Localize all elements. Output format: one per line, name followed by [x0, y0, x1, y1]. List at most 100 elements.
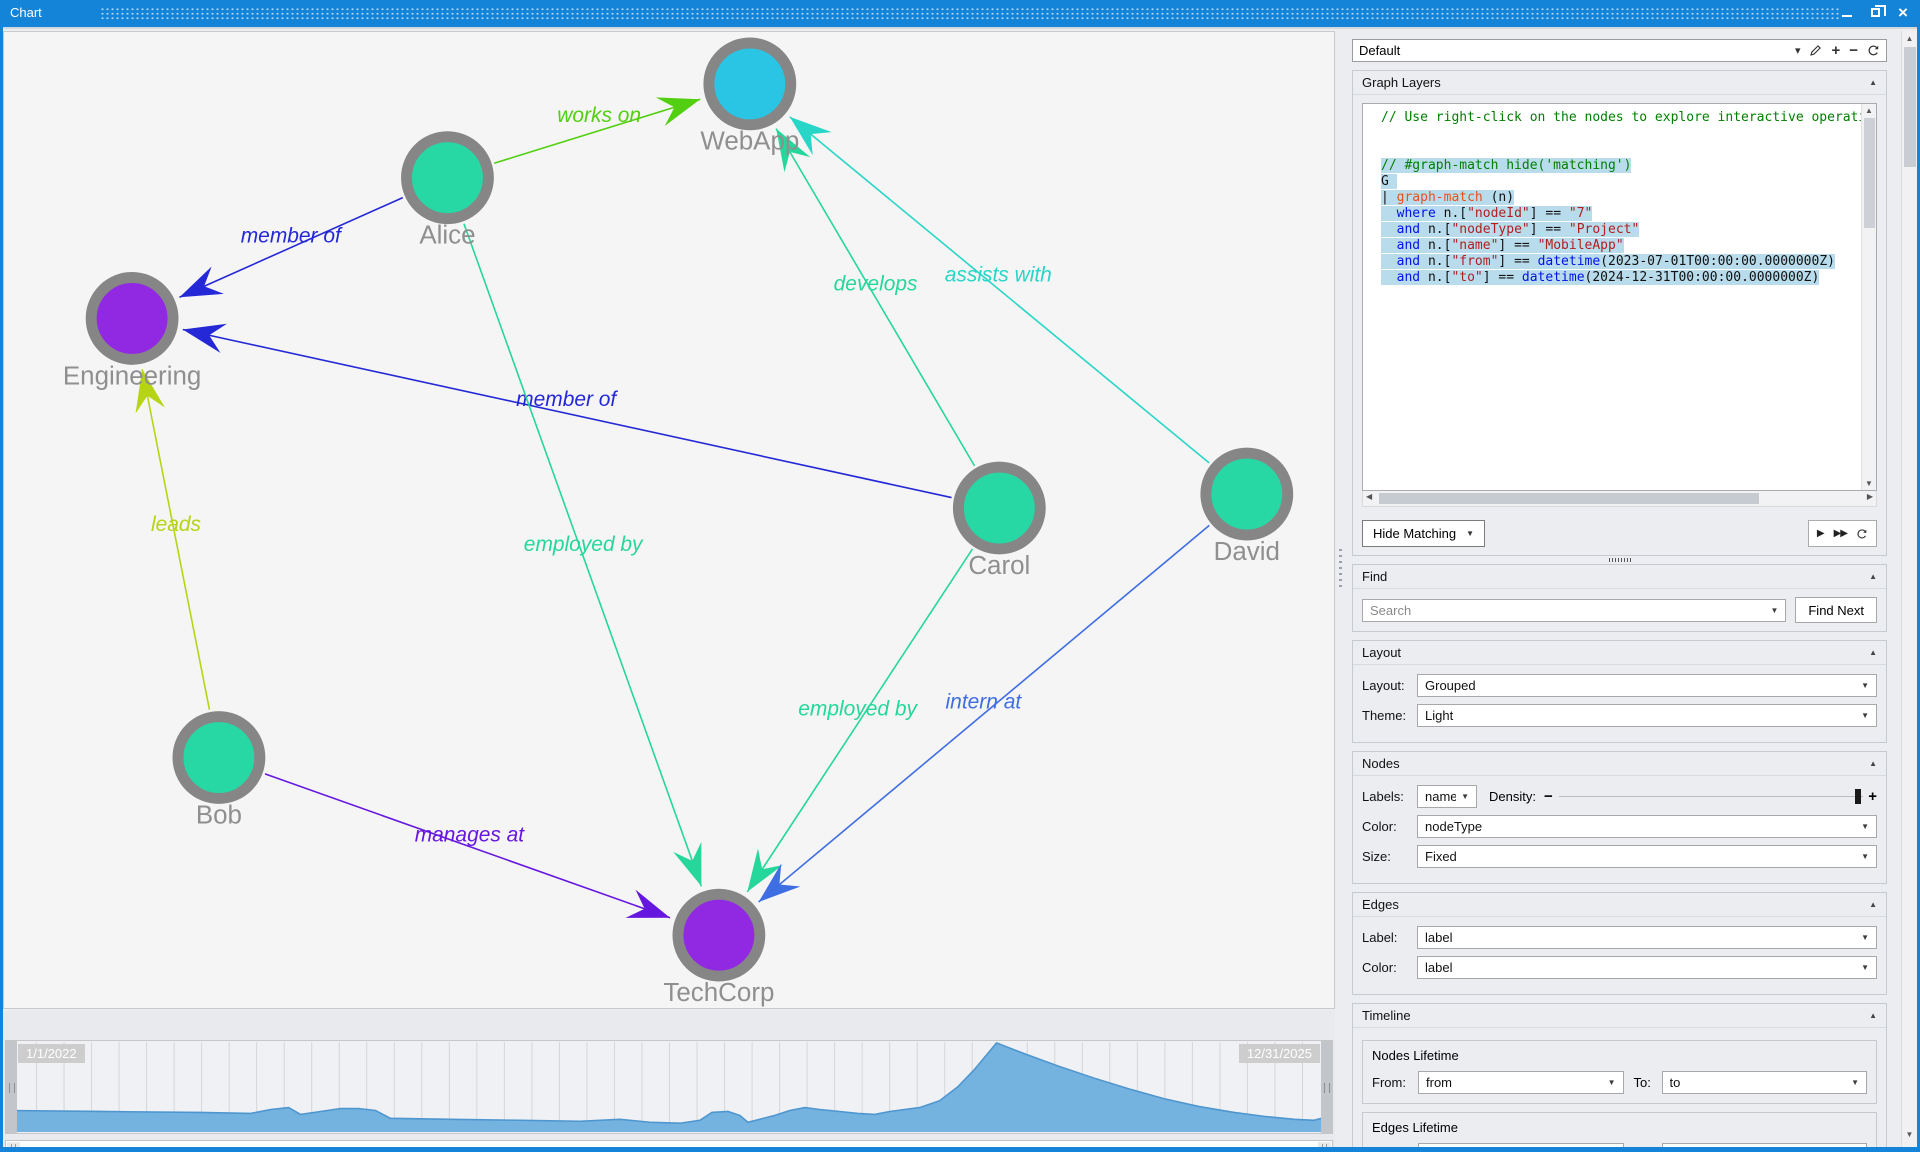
graph-node-engineering[interactable] — [85, 272, 179, 365]
scroll-right-icon[interactable]: ▶ — [1866, 492, 1873, 501]
histogram-svg — [8, 1041, 1331, 1133]
timeline-start-date: 1/1/2022 — [18, 1044, 85, 1063]
node-size-select[interactable]: Fixed ▼ — [1417, 845, 1877, 868]
minimize-button[interactable] — [1836, 4, 1858, 22]
query-code-editor[interactable]: // Use right-click on the nodes to explo… — [1362, 103, 1877, 491]
graph-node-david[interactable] — [1200, 447, 1294, 541]
edge-label-select[interactable]: label ▼ — [1417, 926, 1877, 949]
edges-lifetime-title: Edges Lifetime — [1372, 1120, 1458, 1135]
chevron-down-icon[interactable]: ▼ — [1770, 605, 1779, 615]
search-input[interactable]: Search ▼ — [1362, 598, 1787, 622]
graph-edge-alice-webapp[interactable] — [493, 98, 701, 164]
graph-edge-carol-techcorp[interactable] — [746, 548, 974, 893]
node-labels-select[interactable]: name ▼ — [1417, 785, 1477, 808]
graph-edge-carol-engineering[interactable] — [182, 328, 952, 499]
graph-layers-header[interactable]: Graph Layers ▲ — [1353, 71, 1886, 95]
code-line — [1381, 142, 1858, 158]
graph-edge-alice-techcorp[interactable] — [463, 223, 703, 887]
nodes-lifetime-from-select[interactable]: from ▼ — [1418, 1071, 1624, 1094]
timeline-histogram[interactable]: 1/1/2022 12/31/2025 — [5, 1040, 1333, 1134]
nodes-lifetime-to-select[interactable]: to ▼ — [1661, 1071, 1867, 1094]
code-horizontal-scrollbar[interactable]: ◀ ▶ — [1362, 491, 1877, 507]
node-label-david: David — [1214, 538, 1280, 566]
graph-edge-david-webapp[interactable] — [789, 116, 1210, 464]
scroll-down-icon[interactable]: ▼ — [1905, 1130, 1914, 1139]
scroll-down-icon[interactable]: ▼ — [1865, 479, 1873, 488]
add-icon[interactable]: + — [1831, 42, 1841, 59]
title-bar[interactable]: Chart × — [0, 0, 1920, 27]
edge-label: leads — [151, 513, 202, 536]
scroll-up-icon[interactable]: ▲ — [1905, 34, 1914, 43]
find-header[interactable]: Find ▲ — [1353, 565, 1886, 589]
density-slider[interactable] — [1558, 789, 1864, 804]
graph-node-alice[interactable] — [401, 131, 494, 225]
graph-node-techcorp[interactable] — [672, 888, 766, 982]
collapse-icon[interactable]: ▲ — [1869, 1011, 1877, 1020]
remove-icon[interactable]: − — [1849, 42, 1858, 59]
profile-dropdown-icon[interactable]: ▾ — [1794, 45, 1801, 57]
edge-color-label: Color: — [1362, 960, 1397, 975]
hide-matching-dropdown[interactable]: Hide Matching ▼ — [1362, 520, 1486, 547]
run-step-button[interactable]: ▶ — [1816, 528, 1825, 539]
graph-edge-bob-engineering[interactable] — [141, 369, 211, 710]
density-plus[interactable]: + — [1868, 788, 1877, 805]
restore-button[interactable] — [1864, 4, 1886, 22]
density-label: Density: — [1489, 789, 1536, 804]
collapse-icon[interactable]: ▲ — [1869, 900, 1877, 909]
layout-select[interactable]: Grouped ▼ — [1417, 674, 1877, 697]
timeline-range-right-handle[interactable] — [1321, 1041, 1332, 1133]
edge-color-select[interactable]: label ▼ — [1417, 956, 1877, 979]
graph-edge-bob-techcorp[interactable] — [264, 773, 671, 919]
section-splitter-handle[interactable] — [1352, 556, 1887, 564]
node-label-bob: Bob — [196, 801, 242, 829]
edges-lifetime-from-select[interactable]: from ▼ — [1418, 1143, 1624, 1147]
collapse-icon[interactable]: ▲ — [1869, 572, 1877, 581]
collapse-icon[interactable]: ▲ — [1869, 759, 1877, 768]
graph-edge-david-techcorp[interactable] — [758, 524, 1210, 903]
node-labels-label: Labels: — [1362, 789, 1404, 804]
scroll-up-icon[interactable]: ▲ — [1865, 106, 1873, 115]
timeline-range-left-handle[interactable] — [6, 1041, 17, 1133]
edges-header[interactable]: Edges ▲ — [1353, 893, 1886, 917]
graph-node-carol[interactable] — [952, 461, 1046, 555]
edge-label: assists with — [945, 263, 1052, 286]
timeline-scroll-right-grip[interactable] — [1318, 1142, 1331, 1147]
node-color-select[interactable]: nodeType ▼ — [1417, 815, 1877, 838]
scroll-left-icon[interactable]: ◀ — [1366, 492, 1373, 501]
code-hscroll-thumb[interactable] — [1379, 493, 1759, 504]
layout-header[interactable]: Layout ▲ — [1353, 641, 1886, 665]
theme-select[interactable]: Light ▼ — [1417, 704, 1877, 727]
graph-edge-carol-webapp[interactable] — [775, 128, 976, 467]
edges-lifetime-to-select[interactable]: to ▼ — [1661, 1143, 1867, 1147]
density-minus[interactable]: − — [1543, 788, 1553, 805]
profile-value[interactable]: Default — [1359, 43, 1401, 58]
code-vscroll-thumb[interactable] — [1864, 118, 1875, 228]
node-label-webapp: WebApp — [700, 128, 799, 156]
run-all-button[interactable]: ▶▶ — [1833, 528, 1848, 539]
find-next-button[interactable]: Find Next — [1795, 597, 1877, 623]
nodes-header[interactable]: Nodes ▲ — [1353, 752, 1886, 776]
reset-icon[interactable] — [1867, 44, 1880, 57]
density-slider-handle[interactable] — [1855, 789, 1862, 804]
edit-icon[interactable] — [1809, 44, 1822, 57]
graph-edge-alice-engineering[interactable] — [179, 196, 404, 298]
timeline-header[interactable]: Timeline ▲ — [1353, 1004, 1886, 1028]
timeline-scrollbar[interactable] — [5, 1140, 1333, 1147]
code-vertical-scrollbar[interactable]: ▲ ▼ — [1861, 104, 1876, 490]
timeline-scroll-left-grip[interactable] — [7, 1142, 20, 1147]
chevron-down-icon: ▼ — [1861, 933, 1869, 942]
panel-scroll-thumb[interactable] — [1904, 47, 1916, 167]
collapse-icon[interactable]: ▲ — [1869, 648, 1877, 657]
collapse-icon[interactable]: ▲ — [1869, 78, 1877, 87]
graph-node-bob[interactable] — [172, 711, 266, 804]
search-placeholder: Search — [1370, 602, 1412, 618]
refresh-button[interactable] — [1856, 528, 1868, 540]
panel-scrollbar[interactable]: ▲ ▼ — [1901, 31, 1917, 1147]
panel-splitter[interactable] — [1335, 29, 1345, 1147]
graph-node-webapp[interactable] — [703, 37, 797, 131]
close-button[interactable]: × — [1898, 3, 1908, 22]
nodes-lifetime-group: Nodes Lifetime From: from ▼ To: to ▼ — [1362, 1040, 1877, 1104]
hide-matching-label: Hide Matching — [1373, 526, 1457, 541]
